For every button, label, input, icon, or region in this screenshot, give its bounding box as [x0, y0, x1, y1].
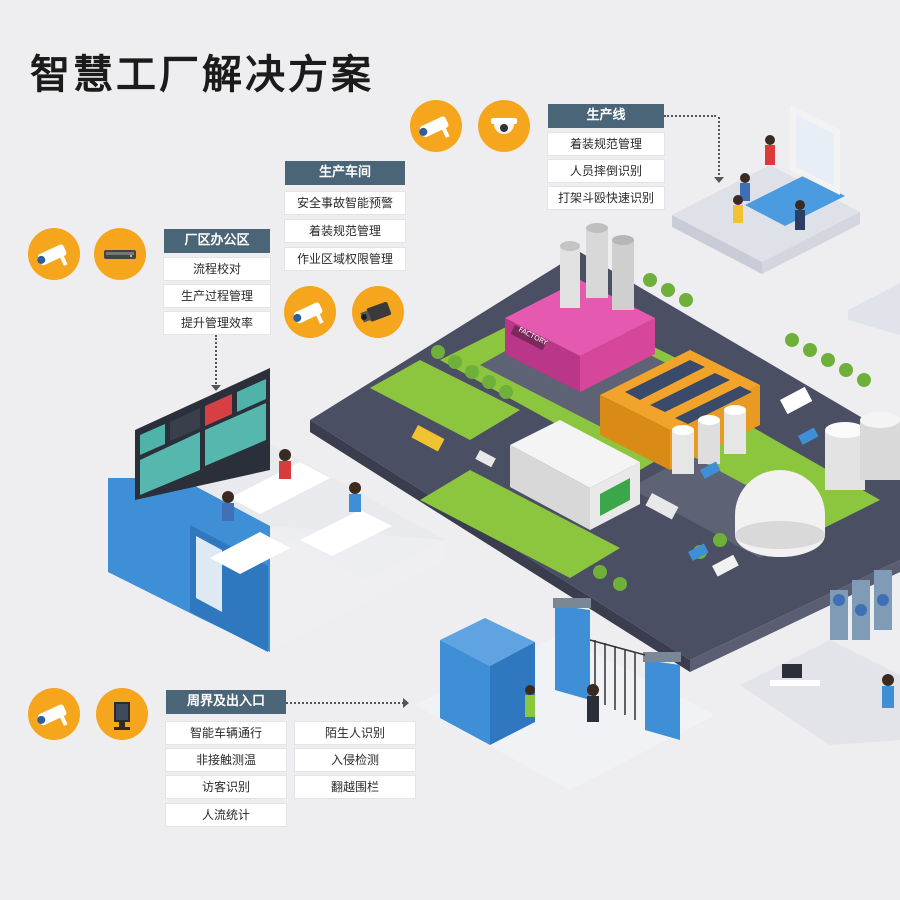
perimeter-face-terminal-icon [96, 688, 148, 740]
vehicles [411, 386, 819, 577]
storage-tanks [672, 405, 900, 557]
perimeter-right-item-1: 入侵检测 [295, 749, 415, 771]
connector-perimeter [286, 702, 404, 704]
pink-factory: FACTORY [505, 223, 655, 392]
perimeter-bullet-camera-icon [28, 688, 80, 740]
workshop-item-0: 安全事故智能预警 [285, 192, 405, 214]
office-control-room [108, 368, 445, 652]
perimeter-left-item-3: 人流统计 [166, 804, 286, 826]
production-line-scene [672, 105, 860, 274]
connector-line-v [718, 117, 720, 179]
line-item-1: 人员摔倒识别 [548, 160, 664, 182]
office-nvr-recorder-icon [94, 228, 146, 280]
perimeter-left-item-2: 访客识别 [166, 776, 286, 798]
perimeter-group-title: 周界及出入口 [166, 690, 286, 714]
connector-office [215, 335, 217, 387]
entrance-gate [415, 598, 715, 790]
pump-station [740, 570, 900, 745]
right-platform [848, 283, 900, 335]
workshop-item-1: 着装规范管理 [285, 220, 405, 242]
office-building [510, 420, 640, 530]
office-item-2: 提升管理效率 [164, 312, 270, 334]
workshop-group-title: 生产车间 [285, 161, 405, 185]
line-item-0: 着装规范管理 [548, 133, 664, 155]
line-group-title: 生产线 [548, 104, 664, 128]
workshop-item-2: 作业区域权限管理 [285, 248, 405, 270]
page-title: 智慧工厂解决方案 [30, 52, 374, 98]
office-item-1: 生产过程管理 [164, 285, 270, 307]
perimeter-left-item-0: 智能车辆通行 [166, 722, 286, 744]
connector-line-h [664, 115, 716, 117]
office-group-title: 厂区办公区 [164, 229, 270, 253]
connector-office-arrow [211, 385, 221, 391]
line-dome-camera-icon [478, 100, 530, 152]
office-bullet-camera-icon [28, 228, 80, 280]
workshop-box-camera-icon [352, 286, 404, 338]
line-item-2: 打架斗殴快速识别 [548, 187, 664, 209]
workshop-bullet-camera-icon [284, 286, 336, 338]
connector-perimeter-arrow [403, 698, 409, 708]
connector-line-arrow [714, 177, 724, 183]
perimeter-right-item-0: 陌生人识别 [295, 722, 415, 744]
perimeter-left-item-1: 非接触测温 [166, 749, 286, 771]
office-item-0: 流程校对 [164, 258, 270, 280]
perimeter-right-item-2: 翻越围栏 [295, 776, 415, 798]
line-bullet-camera-icon [410, 100, 462, 152]
